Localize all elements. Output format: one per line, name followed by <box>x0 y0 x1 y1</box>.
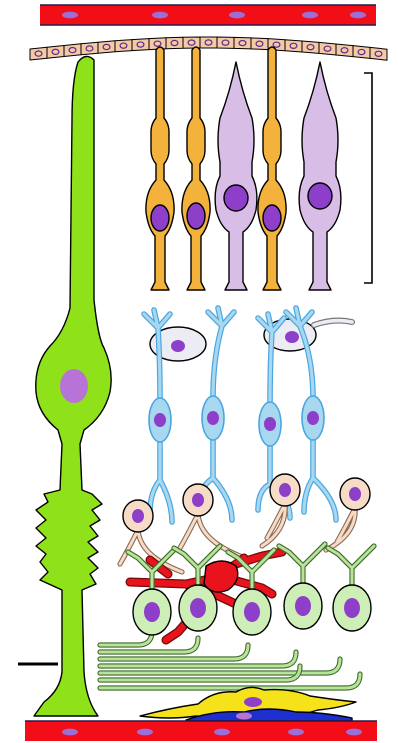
rod-cell <box>182 47 210 290</box>
epithelial-nucleus <box>358 49 365 54</box>
cone-body <box>215 62 257 290</box>
vessel-nucleus <box>62 12 78 19</box>
bipolar-nucleus <box>154 413 166 427</box>
vessel-nucleus <box>346 729 362 736</box>
ganglion-cell <box>279 544 325 629</box>
rod-nucleus <box>263 205 281 231</box>
epithelial-nucleus <box>222 40 229 45</box>
cone-cell <box>215 62 257 290</box>
horizontal-cell-nucleus <box>285 331 299 343</box>
cone-nucleus <box>224 185 248 211</box>
ganglion-nucleus <box>244 602 260 622</box>
rod-nucleus <box>187 203 205 229</box>
cone-body <box>299 62 341 290</box>
cone-cell <box>299 62 341 290</box>
vessel-nucleus <box>62 729 78 736</box>
ganglion-nucleus <box>344 598 360 618</box>
photoreceptor-layer <box>146 47 341 290</box>
bottom-vessel-band <box>25 721 377 741</box>
muller-glia-nucleus <box>60 369 88 403</box>
epithelial-nucleus <box>120 43 127 48</box>
amacrine-nucleus <box>192 493 204 507</box>
rod-body <box>182 47 210 290</box>
amacrine-nucleus <box>279 483 291 497</box>
amacrine-nucleus <box>349 487 361 501</box>
bipolar-nucleus <box>264 417 276 431</box>
rod-body <box>258 47 286 290</box>
epithelial-nucleus <box>307 45 314 50</box>
horizontal-cells <box>150 319 352 361</box>
epithelial-nucleus <box>154 41 161 46</box>
epithelial-nucleus <box>86 46 93 51</box>
vessel-nucleus <box>288 729 304 736</box>
amacrine-cell <box>326 478 370 550</box>
rod-nucleus <box>151 205 169 231</box>
ganglion-nucleus <box>144 602 160 622</box>
epithelial-nucleus <box>324 46 331 51</box>
bipolar-nucleus <box>207 411 219 425</box>
epithelial-nucleus <box>290 43 297 48</box>
vessel-nucleus <box>152 12 168 19</box>
rod-body <box>146 47 174 290</box>
vessel-nucleus <box>350 12 366 19</box>
ganglion-axons <box>100 631 360 688</box>
epithelial-nucleus <box>52 49 59 54</box>
epithelial-nucleus <box>103 44 110 49</box>
vessel-nucleus <box>302 12 318 19</box>
epithelial-nucleus <box>256 41 263 46</box>
vessel-nucleus <box>137 729 153 736</box>
bipolar-nucleus <box>307 411 319 425</box>
bottom-blood-vessel <box>25 721 377 741</box>
epithelial-nucleus <box>188 40 195 45</box>
cone-nucleus <box>308 183 332 209</box>
epithelial-nucleus <box>69 47 76 52</box>
ganglion-nucleus <box>190 598 206 618</box>
epithelial-nucleus <box>273 42 280 47</box>
ganglion-nucleus <box>295 596 311 616</box>
epithelial-nucleus <box>375 51 382 56</box>
rod-cell <box>146 47 174 290</box>
muller-glia-cell <box>34 56 111 716</box>
epithelial-nucleus <box>239 40 246 45</box>
vessel-nucleus <box>229 12 245 19</box>
horizontal-cell-nucleus <box>171 340 185 352</box>
epithelial-nucleus <box>205 40 212 45</box>
microglia-body <box>204 561 238 592</box>
amacrine-nucleus <box>132 509 144 523</box>
epithelial-nucleus <box>171 40 178 45</box>
ganglion-cell <box>328 546 374 631</box>
epithelial-nucleus <box>341 48 348 53</box>
top-blood-vessel <box>40 5 376 25</box>
vessel-nucleus <box>214 729 230 736</box>
top-vessel-band <box>40 5 376 25</box>
epithelial-nucleus <box>137 42 144 47</box>
rod-cell <box>258 47 286 290</box>
photoreceptor-bracket <box>364 73 372 283</box>
epithelial-nucleus <box>35 51 42 56</box>
